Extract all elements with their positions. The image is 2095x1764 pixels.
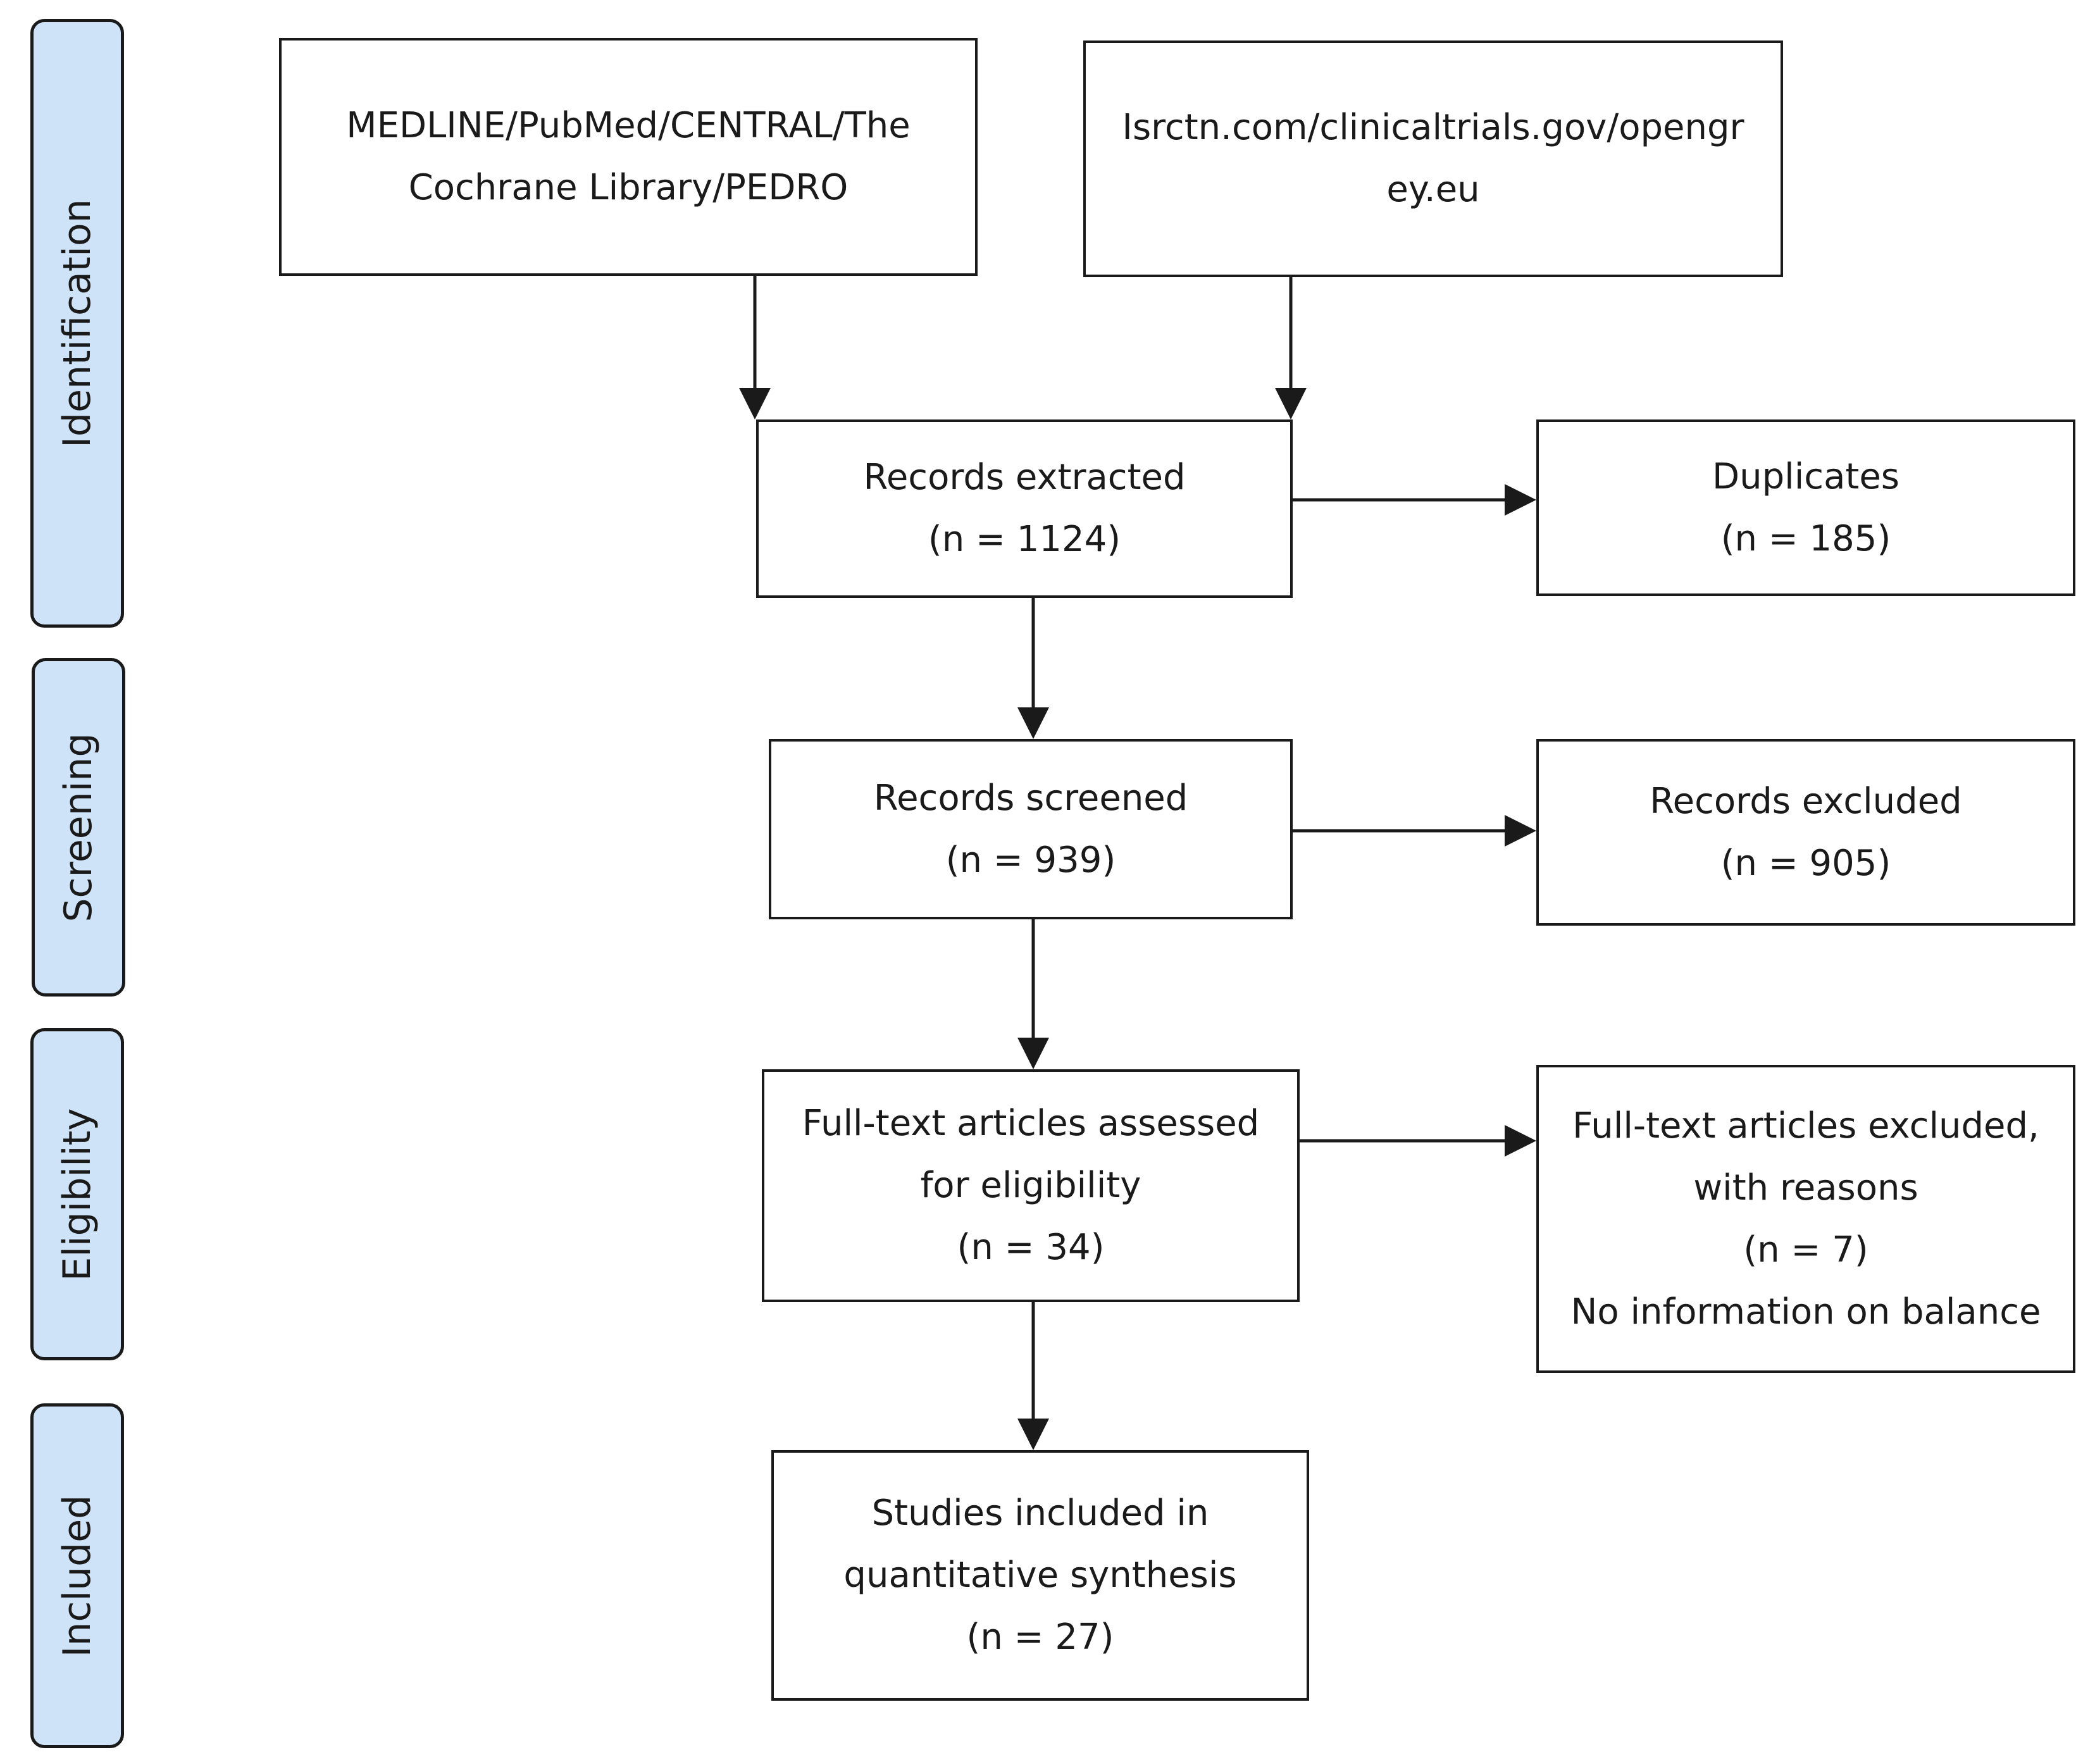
records-screened-count: (n = 939) xyxy=(945,839,1116,881)
source-databases-line1: MEDLINE/PubMed/CENTRAL/The xyxy=(346,105,911,146)
studies-included-line2: quantitative synthesis xyxy=(843,1555,1237,1596)
source-registries-line2: ey.eu xyxy=(1386,169,1480,210)
fulltext-excluded-line1: Full-text articles excluded, xyxy=(1572,1105,2039,1146)
source-databases-line2: Cochrane Library/PEDRO xyxy=(408,167,849,208)
fulltext-assessed-line1: Full-text articles assessed xyxy=(802,1103,1260,1144)
fulltext-assessed-line2: for eligibility xyxy=(920,1165,1141,1206)
fulltext-assessed-box: Full-text articles assessed for eligibil… xyxy=(762,1069,1300,1302)
duplicates-label: Duplicates xyxy=(1712,456,1899,497)
studies-included-count: (n = 27) xyxy=(966,1617,1114,1658)
records-extracted-box: Records extracted (n = 1124) xyxy=(756,419,1293,598)
records-screened-label: Records screened xyxy=(873,777,1188,819)
fulltext-excluded-box: Full-text articles excluded, with reason… xyxy=(1536,1065,2075,1373)
fulltext-excluded-reason: No information on balance xyxy=(1570,1291,2041,1332)
records-extracted-label: Records extracted xyxy=(863,457,1186,498)
studies-included-line1: Studies included in xyxy=(871,1493,1209,1534)
studies-included-box: Studies included in quantitative synthes… xyxy=(771,1450,1309,1701)
records-excluded-label: Records excluded xyxy=(1650,780,1962,822)
stage-eligibility: Eligibility xyxy=(30,1028,124,1360)
stage-included: Included xyxy=(30,1403,124,1748)
records-excluded-box: Records excluded (n = 905) xyxy=(1536,739,2075,926)
duplicates-box: Duplicates (n = 185) xyxy=(1536,419,2075,596)
source-registries-line1: Isrctn.com/clinicaltrials.gov/opengr xyxy=(1122,107,1744,148)
duplicates-count: (n = 185) xyxy=(1720,518,1891,559)
source-databases-box: MEDLINE/PubMed/CENTRAL/The Cochrane Libr… xyxy=(279,38,978,276)
source-registries-box: Isrctn.com/clinicaltrials.gov/opengr ey.… xyxy=(1083,40,1783,277)
stage-identification: Identification xyxy=(30,19,124,628)
records-excluded-count: (n = 905) xyxy=(1720,842,1891,884)
records-screened-box: Records screened (n = 939) xyxy=(769,739,1293,919)
fulltext-excluded-count: (n = 7) xyxy=(1743,1229,1868,1270)
fulltext-excluded-line2: with reasons xyxy=(1693,1167,1918,1208)
stage-screening: Screening xyxy=(32,658,125,997)
records-extracted-count: (n = 1124) xyxy=(928,519,1121,560)
fulltext-assessed-count: (n = 34) xyxy=(957,1227,1105,1268)
